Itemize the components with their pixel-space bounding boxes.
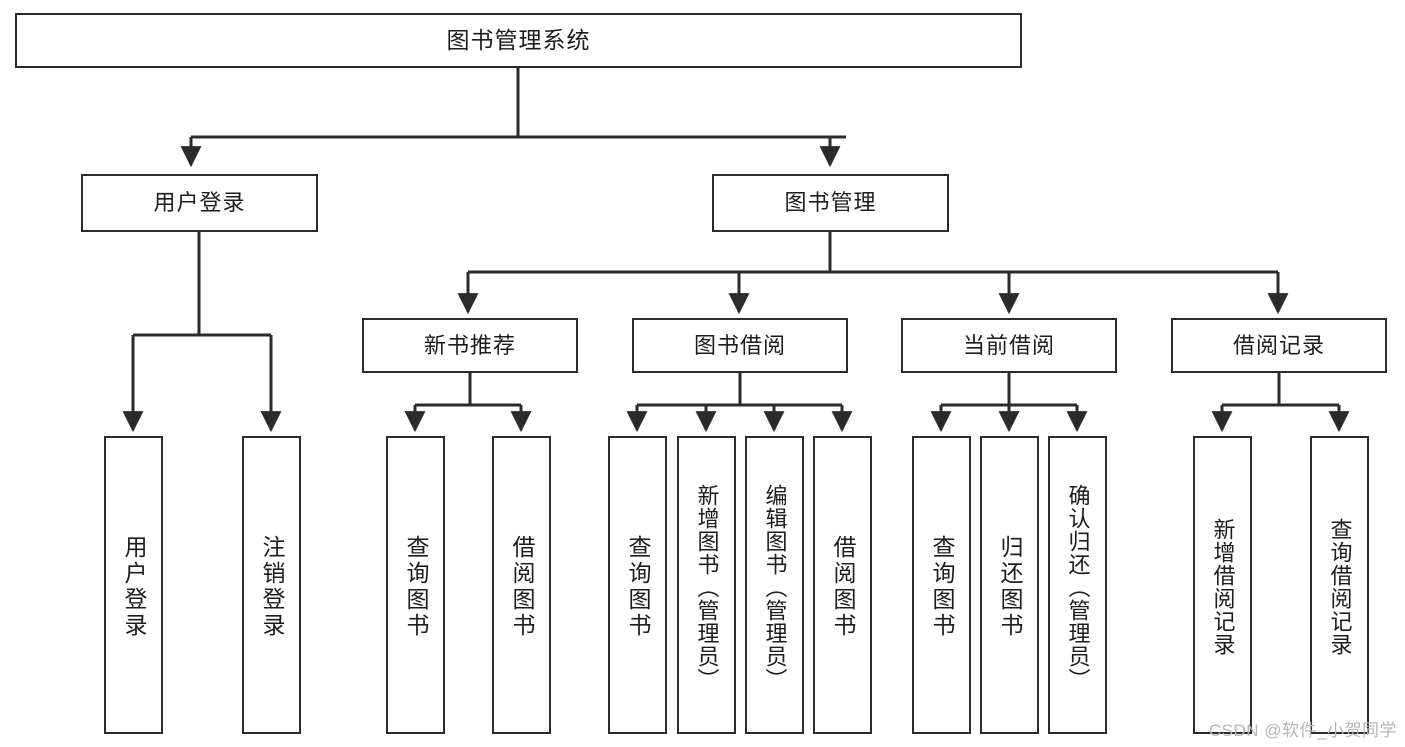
node-book-management[interactable]: 图书管理 [712,174,949,232]
leaf-query-book-borrow[interactable]: 查询图书 [608,436,667,734]
leaf-add-borrow-record[interactable]: 新增借阅记录 [1193,436,1252,734]
node-label: 查询借阅记录 [1327,518,1353,656]
node-user-login[interactable]: 用户登录 [81,174,318,232]
node-label: 新书推荐 [423,332,516,358]
leaf-confirm-return-admin[interactable]: 确认归还（管理员） [1048,436,1107,734]
node-label: 新增图书（管理员） [694,483,720,691]
leaf-borrow-book-recommend[interactable]: 借阅图书 [492,436,551,734]
node-label: 图书管理系统 [446,26,591,53]
node-borrow-record[interactable]: 借阅记录 [1171,318,1387,373]
node-new-book-recommend[interactable]: 新书推荐 [362,318,578,373]
node-label: 查询图书 [929,535,955,639]
node-label: 用户登录 [121,535,147,639]
leaf-query-book-current[interactable]: 查询图书 [912,436,971,734]
node-book-borrow[interactable]: 图书借阅 [632,318,848,373]
leaf-return-book[interactable]: 归还图书 [980,436,1039,734]
leaf-query-borrow-record[interactable]: 查询借阅记录 [1310,436,1369,734]
node-label: 查询图书 [403,535,429,639]
node-label: 借阅记录 [1232,332,1325,358]
node-current-borrow[interactable]: 当前借阅 [901,318,1117,373]
node-label: 查询图书 [625,535,651,639]
node-label: 图书借阅 [693,332,786,358]
node-label: 新增借阅记录 [1210,518,1236,656]
watermark: CSDN @软件_小贺同学 [1208,721,1397,740]
node-label: 图书管理 [784,190,877,216]
node-label: 借阅图书 [509,535,535,639]
leaf-user-logout[interactable]: 注销登录 [242,436,301,734]
leaf-edit-book-admin[interactable]: 编辑图书（管理员） [745,436,804,734]
node-root-system[interactable]: 图书管理系统 [15,13,1022,68]
node-label: 归还图书 [997,535,1023,639]
node-label: 编辑图书（管理员） [762,483,788,691]
leaf-query-book-recommend[interactable]: 查询图书 [386,436,445,734]
node-label: 借阅图书 [830,535,856,639]
node-label: 用户登录 [153,190,246,216]
leaf-borrow-book[interactable]: 借阅图书 [813,436,872,734]
leaf-user-login[interactable]: 用户登录 [104,436,163,734]
leaf-add-book-admin[interactable]: 新增图书（管理员） [677,436,736,734]
node-label: 注销登录 [259,535,285,639]
node-label: 当前借阅 [962,332,1055,358]
node-label: 确认归还（管理员） [1065,483,1091,691]
